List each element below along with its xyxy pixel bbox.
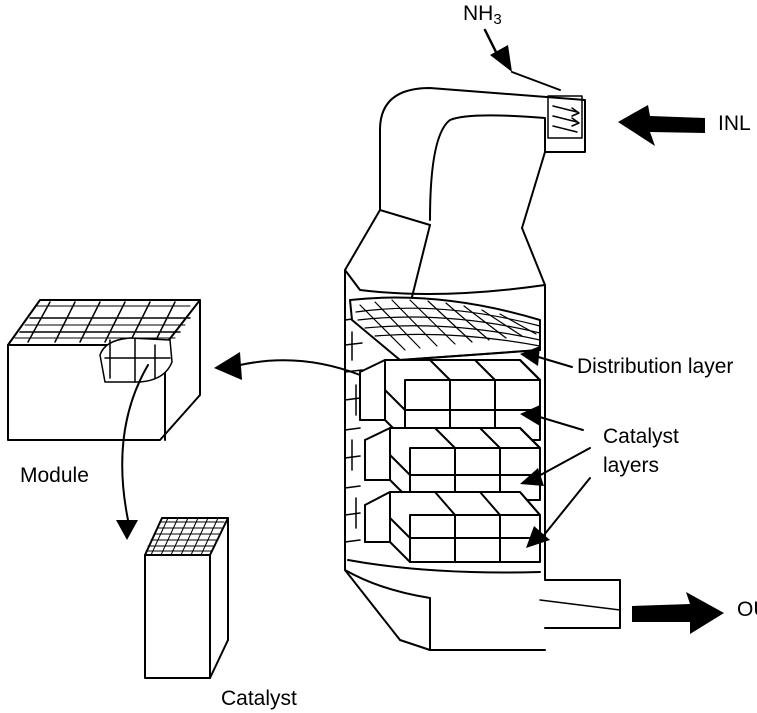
flow-curves: [116, 352, 361, 540]
catalyst-layers-label-line2: layers: [603, 454, 660, 477]
label-pointers: [532, 355, 591, 541]
distribution-layer-label: Distribution layer: [577, 355, 734, 378]
inlet-duct: [379, 87, 586, 229]
catalyst-label: Catalyst: [221, 687, 297, 710]
inlet-label: INL: [718, 112, 751, 135]
outlet-arrow: [632, 592, 724, 634]
nh3-label: NH3: [463, 2, 502, 28]
transition-section: [344, 209, 546, 311]
catalyst-layer-1: [359, 359, 541, 441]
catalyst-layer-3: [364, 491, 541, 563]
module-label: Module: [20, 464, 89, 487]
outlet-label: OU: [737, 598, 757, 621]
catalyst-element: [144, 517, 229, 679]
catalyst-layer-2: [364, 427, 541, 501]
module-block: [7, 299, 201, 441]
catalyst-layers-label-line1: Catalyst: [603, 425, 679, 448]
reactor-housing: [344, 299, 621, 651]
pointer-arrowheads: [520, 346, 550, 548]
inlet-arrow: [618, 105, 705, 146]
distribution-layer: [349, 296, 541, 361]
nh3-arrow: [483, 28, 561, 91]
